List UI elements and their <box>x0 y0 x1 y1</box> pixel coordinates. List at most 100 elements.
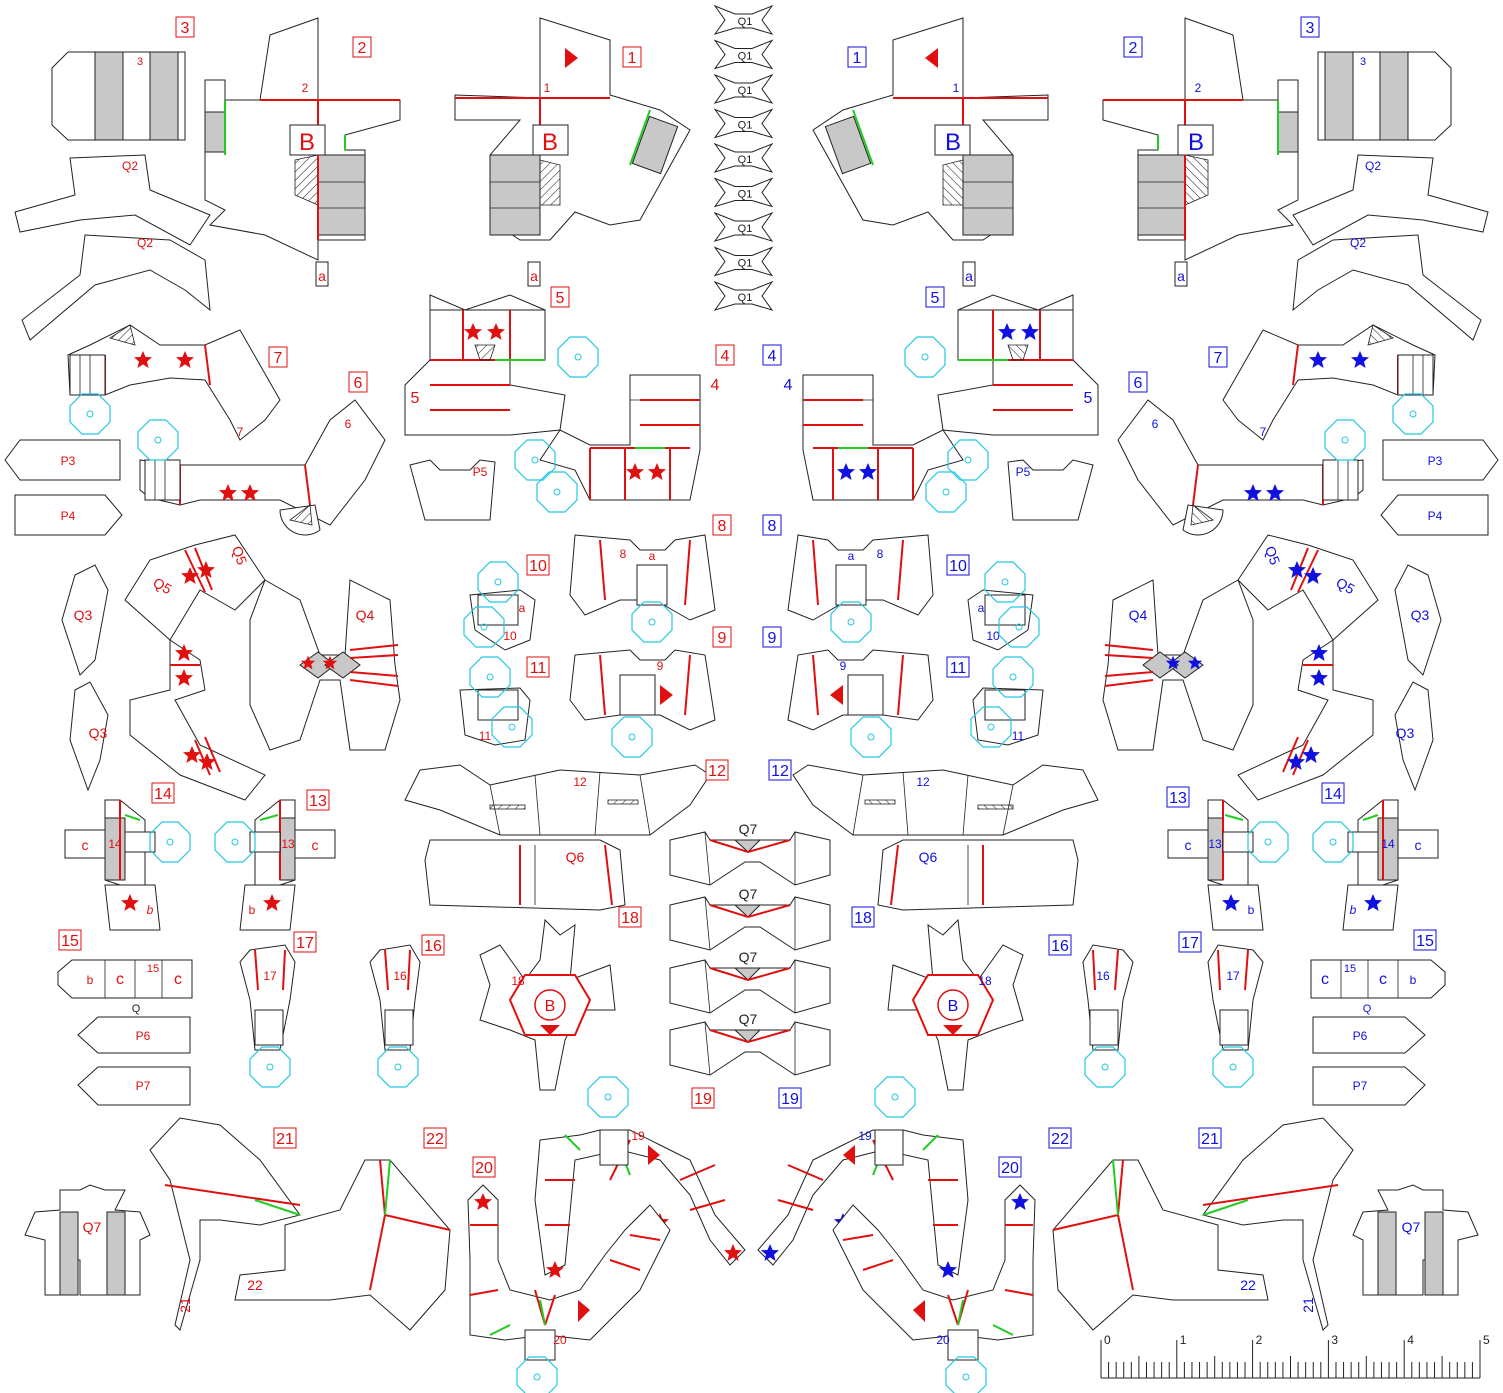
part-label: Q1 <box>738 51 753 63</box>
part-number-box: 18 <box>851 906 875 928</box>
part-9-left: 9 <box>569 649 716 758</box>
part-number-label: 21 <box>276 1131 294 1148</box>
part-letter: B <box>945 129 961 156</box>
part-number-box: 19 <box>691 1087 715 1109</box>
triangle-marker-icon <box>843 1145 855 1165</box>
part-label: 8 <box>620 547 627 561</box>
part-1-right: B a 1 <box>812 17 1049 287</box>
part-number-label: 16 <box>1051 938 1069 955</box>
part-number-label: 9 <box>768 630 777 647</box>
part-number-label: 2 <box>1129 40 1138 57</box>
octagon-icon <box>516 1356 558 1393</box>
part-number-label: 7 <box>274 350 283 367</box>
part-label: 22 <box>247 1277 263 1293</box>
part-letter: a <box>848 549 855 563</box>
part-label: 6 <box>345 417 352 431</box>
octagon-icon <box>945 1356 987 1393</box>
part-label: 21 <box>1300 1297 1316 1313</box>
part-label: 7 <box>1260 425 1267 439</box>
part-label: 11 <box>1012 729 1025 743</box>
triangle-marker-icon <box>913 1300 925 1322</box>
part-q3-lower-left: Q3 <box>69 681 109 792</box>
octagon-icon <box>874 1076 916 1118</box>
part-q1: Q1 <box>713 142 774 173</box>
part-p3-right: P3 <box>1382 439 1499 481</box>
part-number-label: 9 <box>718 630 727 647</box>
part-q1: Q1 <box>713 4 774 35</box>
part-number-box: 8 <box>762 514 782 536</box>
part-number-box: 11 <box>526 656 550 678</box>
part-label: 4 <box>784 377 793 394</box>
part-number-label: 8 <box>718 518 727 535</box>
part-label: Q2 <box>137 236 153 250</box>
part-q7-center: Q7 <box>669 821 831 886</box>
part-number-label: 8 <box>768 518 777 535</box>
part-label: Q6 <box>566 849 585 865</box>
part-letter: c <box>1185 837 1192 853</box>
part-label: Q1 <box>738 189 753 201</box>
part-number-label: 14 <box>1324 786 1342 803</box>
triangle-marker-icon <box>830 685 843 705</box>
part-letter: c <box>1321 971 1329 988</box>
part-number-box: 6 <box>1128 371 1148 393</box>
part-label: Q5 <box>229 544 250 567</box>
part-q7-left-bottom: Q7 <box>24 1184 151 1296</box>
part-number-box: 10 <box>526 554 550 576</box>
part-number-label: 10 <box>949 558 967 575</box>
part-label: 18 <box>511 974 525 988</box>
part-number-box: 2 <box>1123 36 1143 58</box>
part-16-right: 16 <box>1082 944 1134 1088</box>
part-q4-right: Q4 <box>1102 579 1254 751</box>
part-number-label: 4 <box>768 348 777 365</box>
part-label: 16 <box>393 969 407 983</box>
part-label: 18 <box>978 974 992 988</box>
octagon-icon <box>830 601 872 643</box>
part-label: 10 <box>503 629 517 643</box>
part-7-left: 7 <box>67 324 281 441</box>
left-half: 3 Q2 Q2 B a 2 <box>4 17 746 1393</box>
part-q2-upper-right: Q2 <box>1292 154 1489 246</box>
octagon-icon <box>377 1046 419 1088</box>
part-number-box: 8 <box>712 514 732 536</box>
part-label: 13 <box>1208 837 1222 851</box>
part-letter: b <box>147 903 154 917</box>
part-number-label: 6 <box>354 375 363 392</box>
part-17-left: 17 <box>239 944 296 1088</box>
part-letter: c <box>1379 971 1387 988</box>
part-number-box: 12 <box>768 759 792 781</box>
part-13-left: c 13 b <box>214 799 336 931</box>
part-label: Q6 <box>919 849 938 865</box>
part-label: Q7 <box>739 1011 758 1027</box>
part-number-box: 5 <box>550 286 570 308</box>
part-label: 2 <box>1195 81 1202 95</box>
part-number-box: 17 <box>293 931 317 953</box>
part-label: P4 <box>1428 509 1443 523</box>
part-p6-left: P6 <box>77 1016 191 1054</box>
part-11-right: 11 <box>970 656 1044 748</box>
part-number-box: 12 <box>705 759 729 781</box>
part-label: Q7 <box>1402 1219 1421 1235</box>
part-number-box: 20 <box>472 1156 496 1178</box>
part-letter: a <box>649 549 656 563</box>
part-21-left: 21 <box>149 1117 301 1331</box>
part-p3-left: P3 <box>4 439 121 481</box>
part-21-right: 21 <box>1202 1117 1354 1331</box>
part-label: Q7 <box>739 886 758 902</box>
ruler-tick-label: 1 <box>1180 1333 1187 1347</box>
octagon-icon <box>587 1076 629 1118</box>
right-half-parts: 3 Q2 Q2 B a 2 <box>757 17 1499 1393</box>
part-label: 10 <box>986 629 1000 643</box>
part-letter: Q <box>132 1003 141 1015</box>
part-label: 12 <box>916 775 930 789</box>
part-label: Q5 <box>1262 544 1283 567</box>
part-p4-right: P4 <box>1380 494 1489 536</box>
part-label: 9 <box>840 659 847 673</box>
part-number-box: 11 <box>946 656 970 678</box>
part-letter: b <box>249 903 256 917</box>
part-number-box: 13 <box>306 789 330 811</box>
part-letter: a <box>530 268 538 284</box>
part-q2-lower-left: Q2 <box>21 234 211 341</box>
